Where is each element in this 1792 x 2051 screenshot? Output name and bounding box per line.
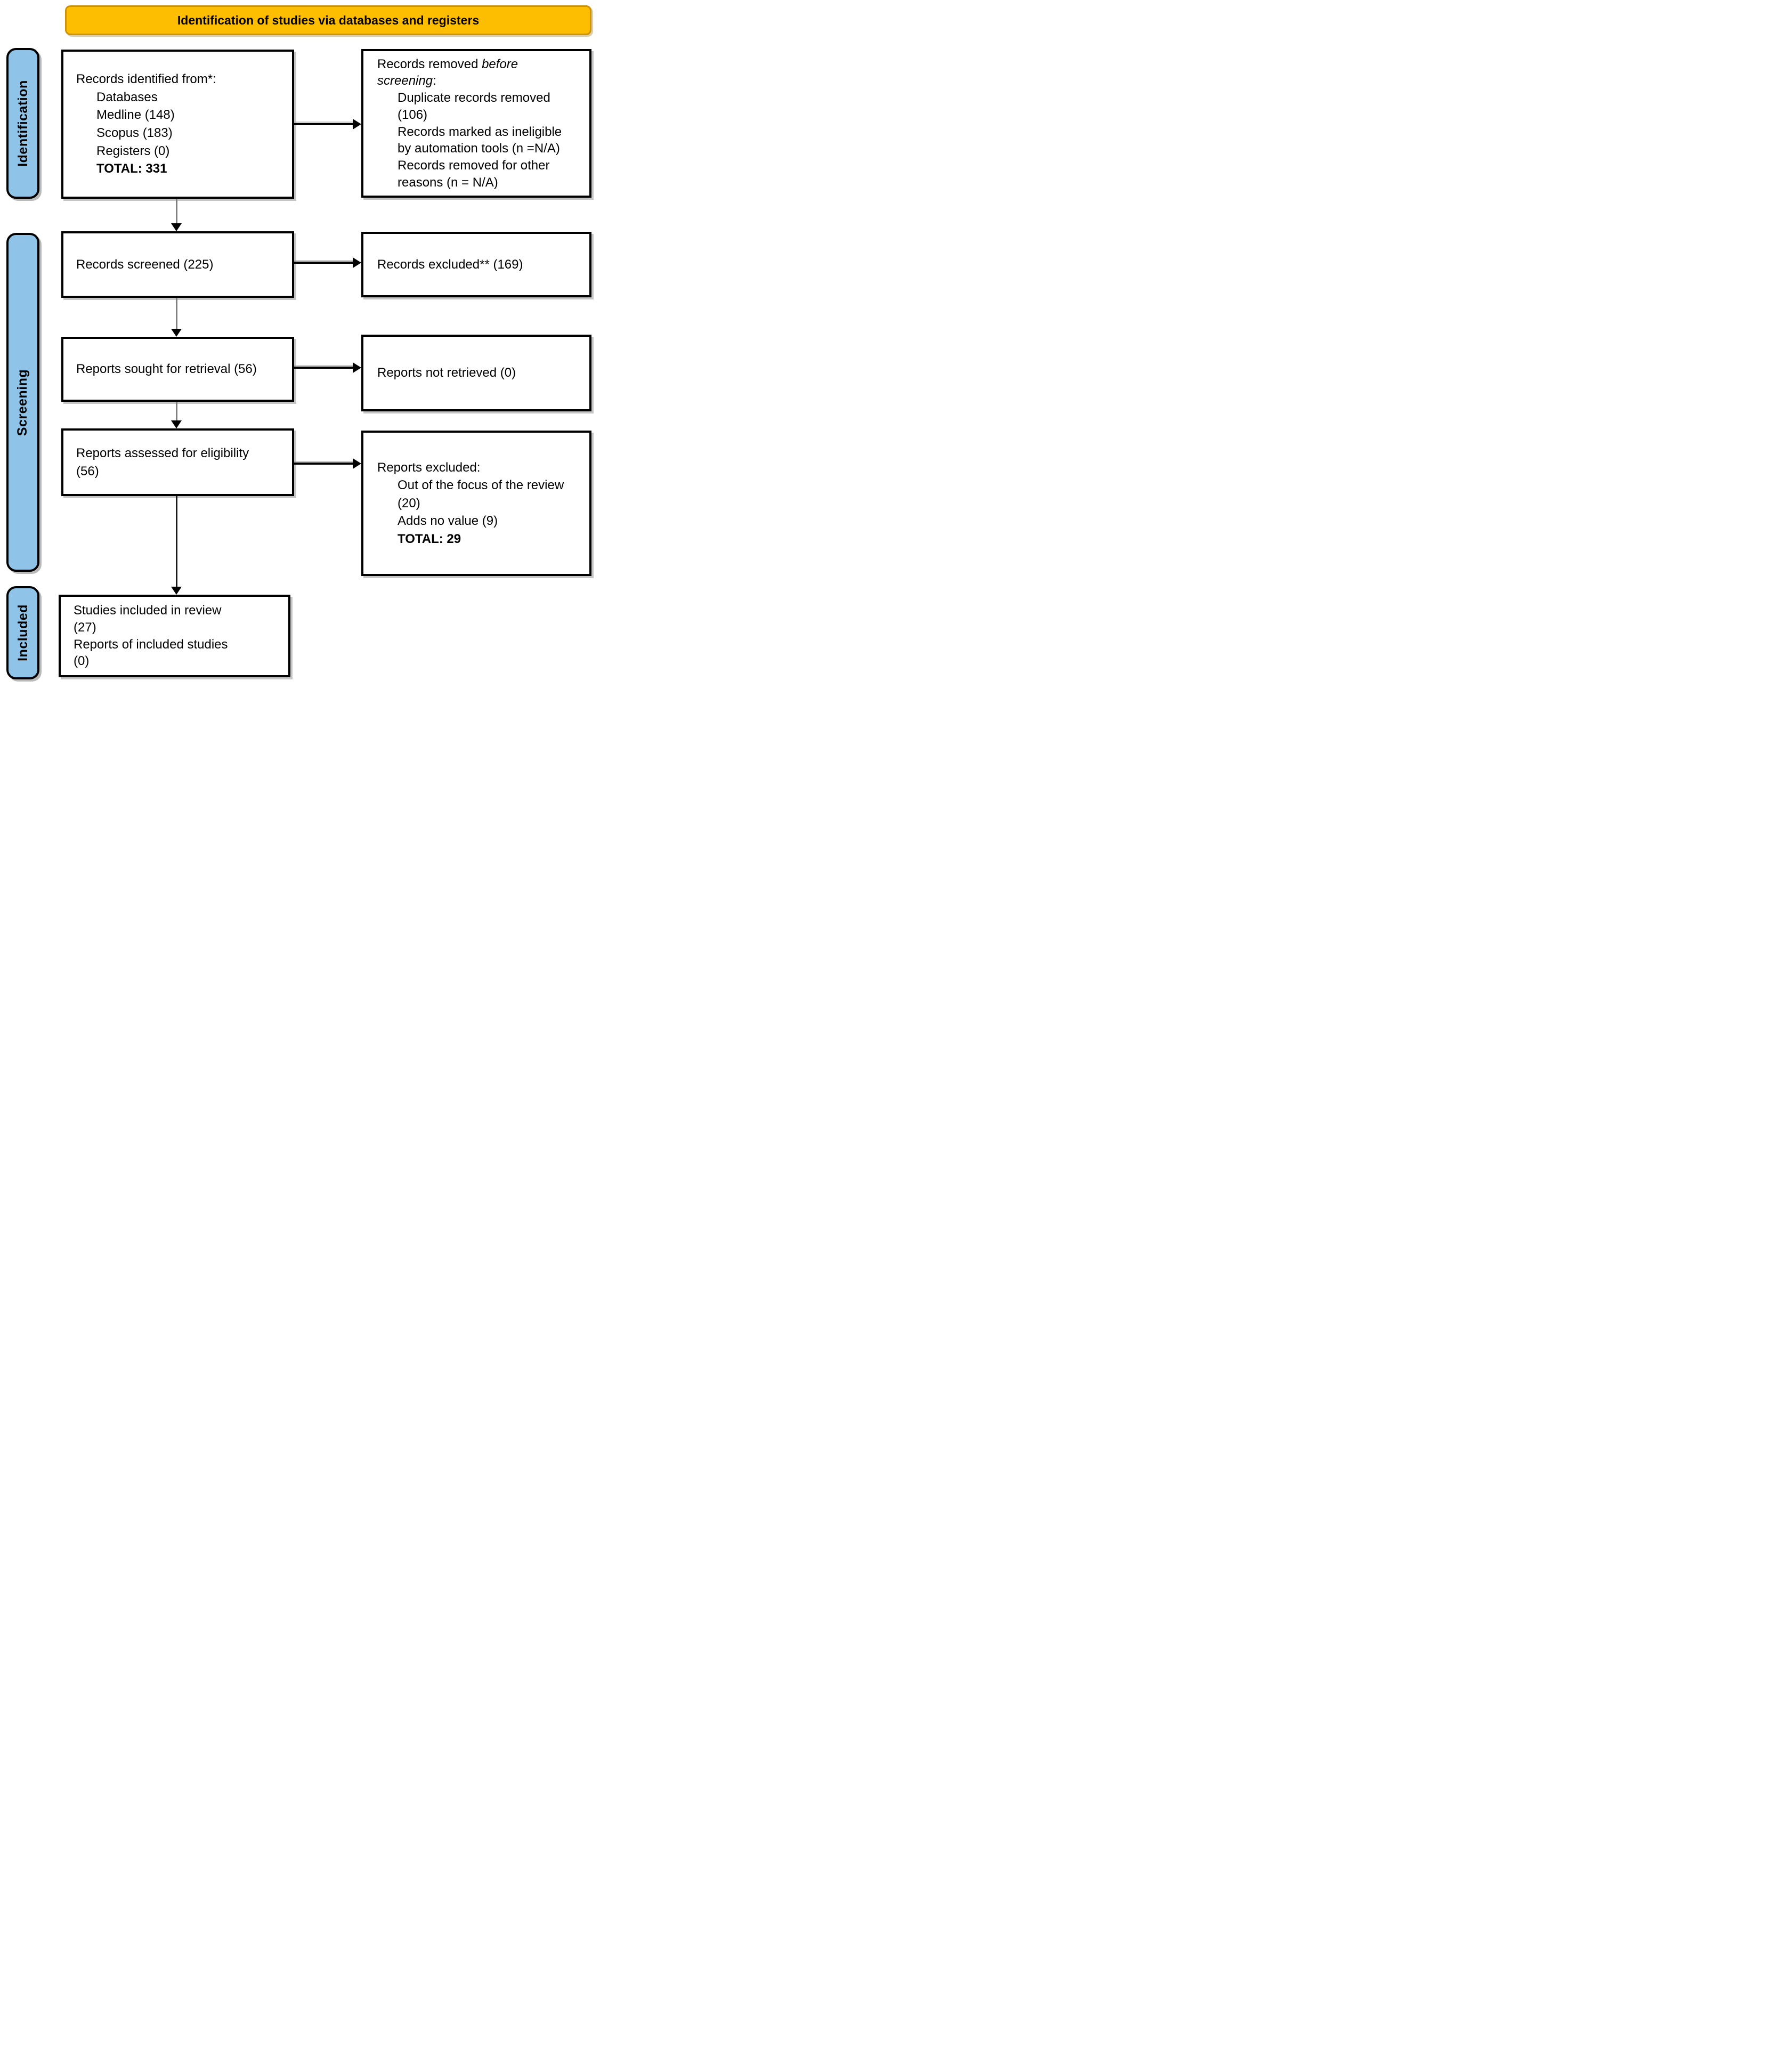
box-line: Out of the focus of the review (20) — [398, 478, 564, 510]
arrowhead-right-icon — [353, 119, 361, 129]
stage-label-screening: Screening — [15, 369, 30, 436]
stage-pill-included: Included — [6, 586, 39, 679]
arrowhead-down-icon — [171, 420, 182, 428]
prisma-flow-diagram: Identification of studies via databases … — [0, 0, 597, 684]
stage-pill-identification: Identification — [6, 48, 39, 199]
box-line: Reports not retrieved (0) — [377, 366, 516, 380]
arrow-shaft-screened-to-sought — [176, 298, 177, 329]
box-total: TOTAL: 29 — [398, 531, 461, 546]
box-line: Databases — [96, 90, 158, 104]
box-line: Medline (148) — [96, 108, 175, 123]
box-line: Records marked as ineligible by automati… — [398, 124, 562, 156]
arrowhead-right-icon — [353, 458, 361, 469]
arrow-shaft-identified-to-screened — [176, 199, 177, 224]
box-reports-not-retrieved: Reports not retrieved (0) — [361, 335, 591, 411]
arrowhead-right-icon — [353, 362, 361, 373]
arrow-shaft-identified-to-removed — [294, 123, 353, 125]
stage-label-included: Included — [15, 604, 30, 661]
box-line: Reports assessed for eligibility (56) — [76, 445, 249, 479]
stage-pill-screening: Screening — [6, 233, 39, 572]
stage-label-identification: Identification — [15, 80, 30, 167]
box-line: Records screened (225) — [76, 257, 214, 272]
box-studies-included: Studies included in review (27) Reports … — [59, 595, 290, 677]
box-records-screened: Records screened (225) — [61, 231, 294, 298]
arrowhead-down-icon — [171, 223, 182, 231]
box-line: Scopus (183) — [96, 126, 173, 140]
box-reports-sought: Reports sought for retrieval (56) — [61, 337, 294, 402]
banner: Identification of studies via databases … — [65, 5, 591, 35]
box-line: Duplicate records removed (106) — [398, 91, 550, 122]
arrowhead-right-icon — [353, 257, 361, 268]
arrow-shaft-sought-to-notretrieved — [294, 367, 353, 369]
box-title: Records removed before screening: — [377, 56, 569, 90]
box-line: Adds no value (9) — [398, 514, 498, 529]
box-line: Records excluded** (169) — [377, 257, 523, 272]
arrowhead-down-icon — [171, 329, 182, 337]
box-line: Reports of included studies (0) — [74, 637, 228, 669]
box-line: Records removed for other reasons (n = N… — [398, 158, 550, 190]
arrowhead-down-icon — [171, 587, 182, 595]
arrow-shaft-assessed-to-excluded — [294, 463, 353, 465]
box-line: Studies included in review (27) — [74, 603, 222, 635]
box-total: TOTAL: 331 — [96, 161, 167, 176]
arrow-shaft-screened-to-excluded — [294, 262, 353, 264]
title-text: Records removed — [377, 56, 482, 71]
box-records-excluded: Records excluded** (169) — [361, 232, 591, 297]
arrow-shaft-assessed-to-included — [176, 496, 177, 587]
box-reports-assessed: Reports assessed for eligibility (56) — [61, 428, 294, 496]
box-title: Records identified from*: — [76, 72, 216, 87]
arrow-shaft-sought-to-assessed — [176, 402, 177, 420]
box-records-identified: Records identified from*: Databases Medl… — [61, 50, 294, 199]
box-line: Reports sought for retrieval (56) — [76, 362, 257, 377]
title-text: : — [433, 74, 436, 88]
box-records-removed: Records removed before screening: Duplic… — [361, 49, 591, 198]
box-line: Registers (0) — [96, 143, 170, 158]
box-title: Reports excluded: — [377, 460, 481, 475]
banner-title: Identification of studies via databases … — [177, 13, 480, 27]
box-reports-excluded: Reports excluded: Out of the focus of th… — [361, 431, 591, 576]
title-italic-text: before screening — [377, 56, 518, 88]
